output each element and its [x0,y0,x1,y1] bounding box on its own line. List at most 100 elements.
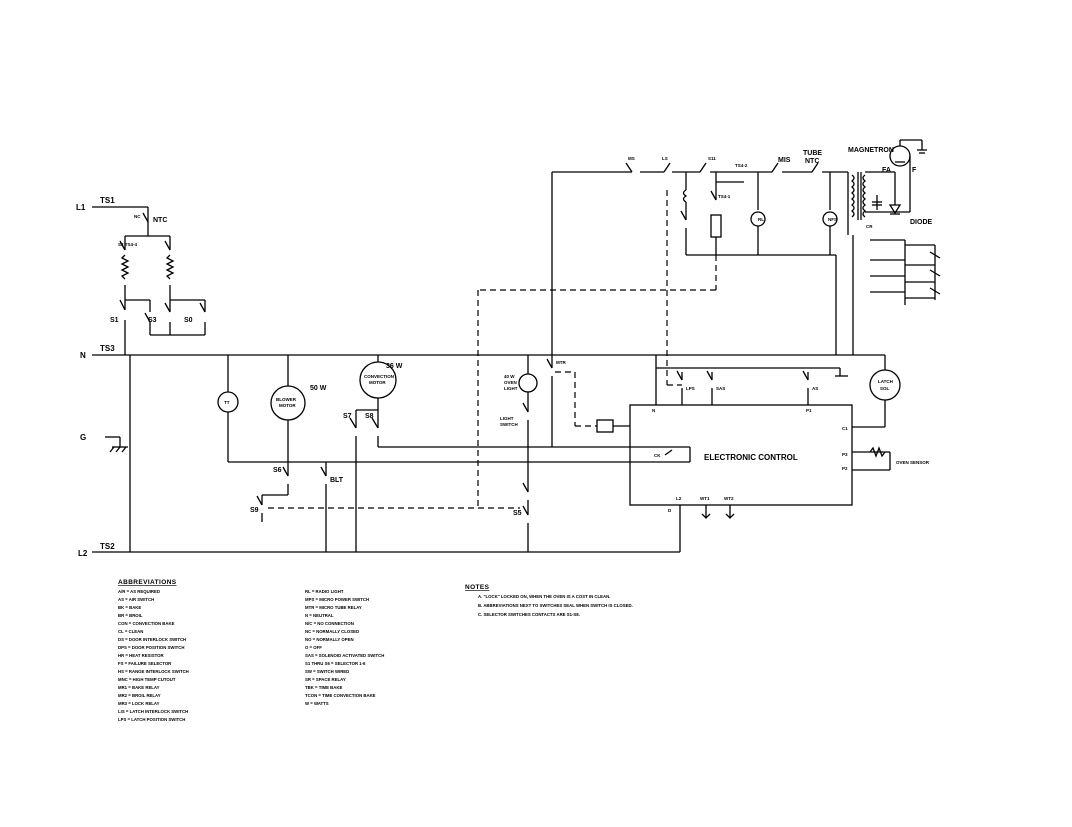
relay-stack [870,239,941,305]
wt1-label: WT1 [700,496,710,501]
ts3-label: TS3 [100,344,115,353]
wt2-label: WT2 [724,496,734,501]
light-switch-label-2: SWITCH [500,422,518,427]
ck-label: CK [654,453,661,458]
l1-label: L1 [76,203,86,212]
oven-light-label-1: 40 W [504,374,515,379]
s8-label: S8 [365,413,374,420]
nfs-label: NFS [828,217,837,222]
blower-motor-label-2: MOTOR [279,403,296,408]
svg-text:W = WATTS: W = WATTS [305,701,329,706]
svg-text:SW = SWITCH WIRED: SW = SWITCH WIRED [305,669,349,674]
blower-motor-label-1: BLOWER [276,397,297,402]
oven-sensor-label: OVEN SENSOR [896,460,930,465]
svg-text:SAS = SOLENOID ACTIVATED SWITC: SAS = SOLENOID ACTIVATED SWITCH [305,653,384,658]
latch-sol-label-2: SOL [880,386,890,391]
fa-label: FA [882,167,891,174]
svg-text:BR = BROIL: BR = BROIL [118,613,143,618]
svg-text:S1 THRU S6 = SELECTOR 1-6: S1 THRU S6 = SELECTOR 1-6 [305,661,366,666]
s3-label: S3 [148,317,157,324]
diode-label: DIODE [910,219,933,226]
ts4-label: TS4-2 [735,163,748,168]
svg-text:HR = HEAT RESISTOR: HR = HEAT RESISTOR [118,653,164,658]
l2-label: L2 [78,549,88,558]
middle-wires [228,461,630,552]
svg-text:MNC = HIGH TEMP CUTOUT: MNC = HIGH TEMP CUTOUT [118,677,176,682]
ground-symbol [105,436,128,453]
svg-text:A. "LOCK" LOCKED ON, WHEN THE: A. "LOCK" LOCKED ON, WHEN THE OVEN IS A … [478,594,610,599]
top-supply [477,162,848,508]
ls-label: LS [662,156,668,161]
p3-label: P3 [842,452,848,457]
electronic-control-box [629,354,901,552]
svg-text:NO = NORMALLY OPEN: NO = NORMALLY OPEN [305,637,354,642]
svg-text:FS = FAILURE SELECTOR: FS = FAILURE SELECTOR [118,661,172,666]
mis-label: MIS [778,157,791,164]
notes-title: NOTES [465,584,490,591]
svg-text:DPS = DOOR POSITION SWITCH: DPS = DOOR POSITION SWITCH [118,645,185,650]
svg-text:A/R = AS REQUIRED: A/R = AS REQUIRED [118,589,160,594]
p2-label: P2 [842,466,848,471]
sas-label: SAS [716,386,725,391]
s7-label: S7 [343,413,352,420]
magnetron-section [847,139,927,355]
svg-text:CL = CLEAN: CL = CLEAN [118,629,143,634]
convection-motor-label-1: CONVECTION [364,374,394,379]
nc-top-label: NC [134,214,141,219]
ts1-label: TS1 [100,196,115,205]
oven-light-label-2: OVEN [504,380,517,385]
svg-text:MR2 = BROIL RELAY: MR2 = BROIL RELAY [118,693,161,698]
oven-light-label-3: LIGHT [504,386,518,391]
convection-motor [349,355,630,552]
tt-label: TT [224,400,230,405]
svg-text:MPS = MICRO POWER SWITCH: MPS = MICRO POWER SWITCH [305,597,369,602]
blt-label: BLT [330,477,344,484]
s11-label: S11 [708,156,716,161]
electronic-control-label: ELECTRONIC CONTROL [704,453,798,462]
svg-text:N = NEUTRAL: N = NEUTRAL [305,613,334,618]
svg-text:N/C = NO CONNECTION: N/C = NO CONNECTION [305,621,354,626]
rl-label: RL [758,217,764,222]
svg-text:B. ABBREVIATIONS NEXT TO SWITC: B. ABBREVIATIONS NEXT TO SWITCHES SEAL W… [478,603,633,608]
p1-label: P1 [806,408,812,413]
as-label: AS [812,386,818,391]
tube-ntc-label-1: TUBE [803,150,822,157]
ts2-label: TS2 [100,542,115,551]
notes-list: A. "LOCK" LOCKED ON, WHEN THE OVEN IS A … [478,594,633,617]
abbreviations-right: RL = RADIO LIGHT MPS = MICRO POWER SWITC… [305,589,384,706]
s9-label: S9 [250,507,259,514]
svg-text:HS = RANGE INTERLOCK SWITCH: HS = RANGE INTERLOCK SWITCH [118,669,189,674]
light-switch-label-1: LIGHT [500,416,514,421]
lps-label: LPS [686,386,695,391]
svg-text:CON = CONVECTION BAKE: CON = CONVECTION BAKE [118,621,175,626]
c1-label: C1 [842,426,848,431]
svg-text:MTR = MICRO TUBE RELAY: MTR = MICRO TUBE RELAY [305,605,362,610]
blower-motor-watts: 50 W [310,385,327,392]
svg-text:O = OFF: O = OFF [305,645,322,650]
svg-text:AS = AIR SWITCH: AS = AIR SWITCH [118,597,154,602]
svg-text:BK = BAKE: BK = BAKE [118,605,141,610]
abbreviations-title: ABBREVIATIONS [118,579,177,586]
svg-text:C. SELECTOR SWITCHES CONTACTS: C. SELECTOR SWITCHES CONTACTS ARE S1-S8. [478,612,580,617]
svg-text:TCON = TIME CONVECTION BAKE: TCON = TIME CONVECTION BAKE [305,693,376,698]
blower-motor [270,355,306,462]
n-label: N [80,351,86,360]
latch-sol-label-1: LATCH [878,379,893,384]
svg-text:TBK = TIME BAKE: TBK = TIME BAKE [305,685,342,690]
svg-text:LPS = LATCH POSITION SWITCH: LPS = LATCH POSITION SWITCH [118,717,185,722]
svg-text:MR3 = LOCK RELAY: MR3 = LOCK RELAY [118,701,160,706]
tt-thermostat [217,355,239,462]
tube-ntc-label-2: NTC [805,158,819,165]
ts4b-label: TS4-1 [718,194,731,199]
g-label: G [80,433,86,442]
svg-text:SR = SPACE RELAY: SR = SPACE RELAY [305,677,346,682]
magnetron-label: MAGNETRON [848,147,894,154]
s1-label: S1 [110,317,119,324]
svg-text:DS = DOOR INTERLOCK SWITCH: DS = DOOR INTERLOCK SWITCH [118,637,186,642]
s2-label: S2 TS4-4 [118,242,138,247]
s6-label: S6 [273,467,282,474]
convection-motor-watts: 36 W [386,363,403,370]
left-heater-circuit [119,212,206,355]
abbreviations-left: A/R = AS REQUIRED AS = AIR SWITCH BK = B… [118,589,189,722]
